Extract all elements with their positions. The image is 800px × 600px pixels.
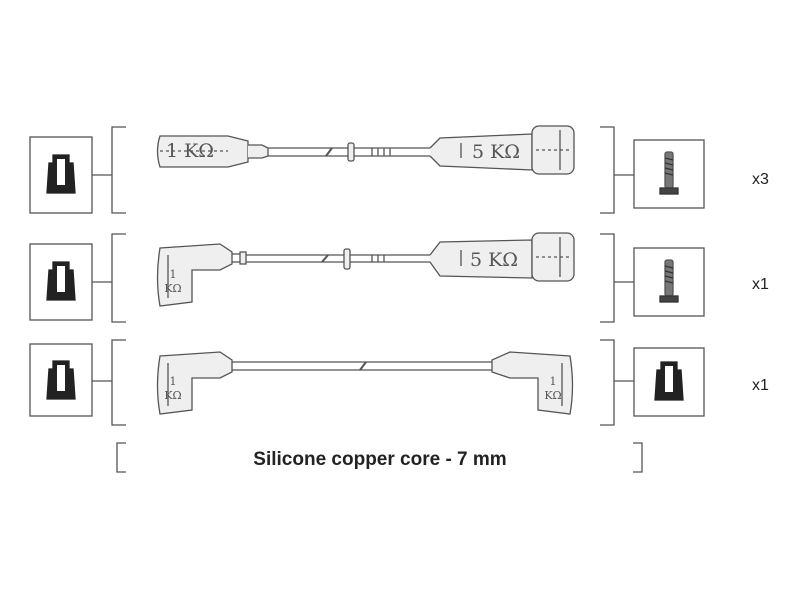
row3-right-resistance-line2: KΩ	[544, 389, 561, 402]
cable-row-2: 1 KΩ 5 KΩ x1	[29, 232, 769, 323]
row3-left-terminal	[29, 343, 93, 417]
row1-right-bracket	[600, 126, 615, 214]
row3-cable	[156, 351, 574, 415]
row3-left-bracket	[111, 339, 126, 426]
footer-caption-group: Silicone copper core - 7 mm	[116, 442, 643, 473]
row2-cable	[156, 232, 575, 307]
row2-right-terminal	[633, 247, 705, 317]
cable-row-3: 1 KΩ 1 KΩ x1	[29, 339, 769, 426]
cable-row-1: 1 KΩ 5 KΩ x3	[29, 125, 769, 214]
row1-left-bracket	[111, 126, 126, 214]
row1-cable	[156, 125, 575, 175]
row3-right-bracket	[600, 339, 615, 426]
row1-right-resistance-label: 5 KΩ	[472, 141, 520, 163]
row2-left-resistance-line2: KΩ	[164, 282, 181, 295]
row1-quantity: x3	[752, 171, 769, 188]
row2-left-terminal	[29, 243, 93, 321]
row3-left-resistance-line2: KΩ	[164, 389, 181, 402]
spark-plug-boot-icon	[46, 154, 76, 194]
spark-plug-boot-icon	[654, 361, 684, 401]
row1-left-resistance-label: 1 KΩ	[166, 140, 214, 162]
footer-left-bracket	[116, 442, 126, 473]
row2-left-resistance-line1: 1	[170, 268, 177, 281]
footer-caption: Silicone copper core - 7 mm	[253, 449, 506, 470]
row3-quantity: x1	[752, 377, 769, 394]
row3-left-resistance-line1: 1	[170, 375, 177, 388]
row2-quantity: x1	[752, 276, 769, 293]
row2-right-bracket	[600, 233, 615, 323]
row1-right-terminal	[633, 139, 705, 209]
spark-plug-boot-icon	[46, 261, 76, 301]
row2-left-bracket	[111, 233, 126, 323]
row2-right-resistance-label: 5 KΩ	[470, 249, 518, 271]
row1-left-terminal	[29, 136, 93, 214]
screw-terminal-icon	[659, 259, 679, 303]
screw-terminal-icon	[659, 151, 679, 195]
footer-right-bracket	[633, 442, 643, 473]
row3-right-terminal	[633, 347, 705, 417]
row3-right-resistance-line1: 1	[550, 375, 557, 388]
spark-plug-boot-icon	[46, 360, 76, 400]
